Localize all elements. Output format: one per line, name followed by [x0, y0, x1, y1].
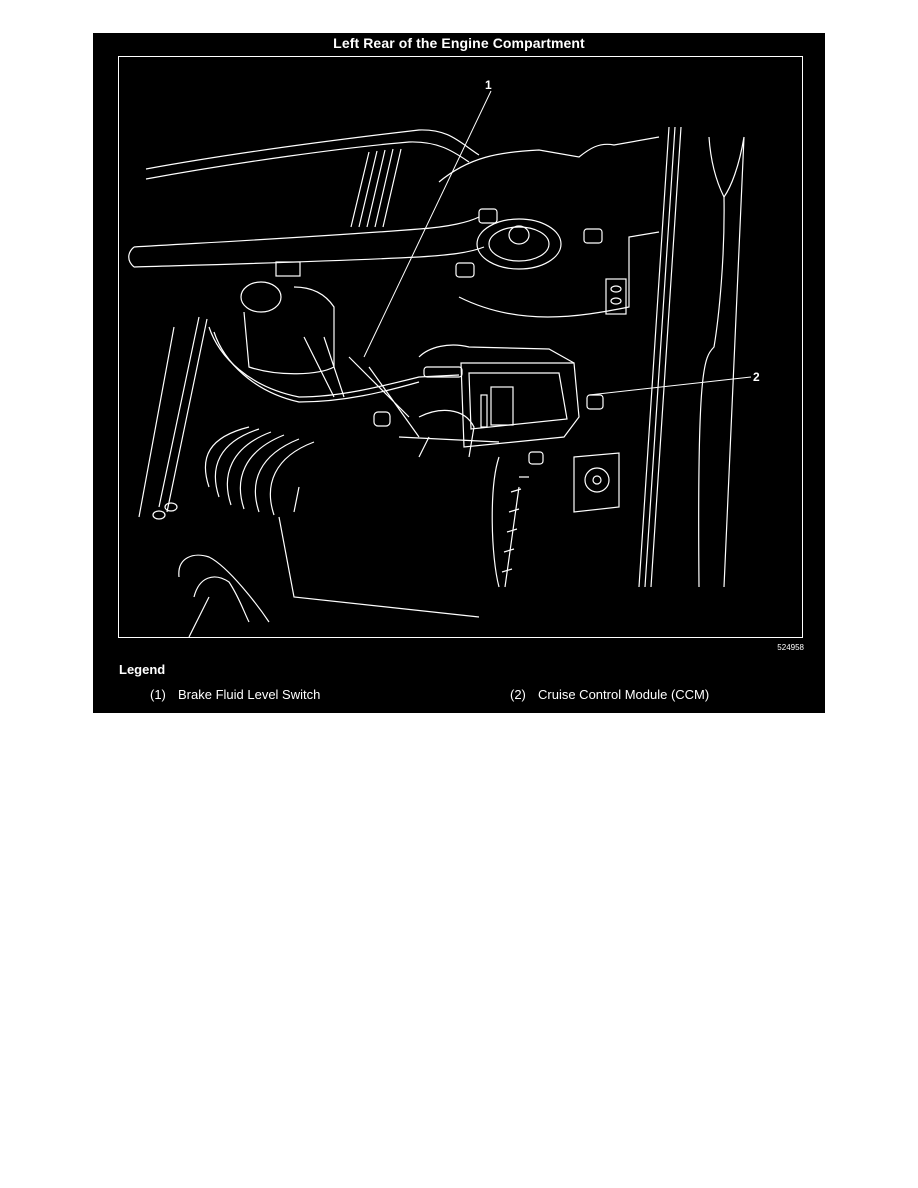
- figure-panel: Left Rear of the Engine Compartment: [93, 33, 825, 713]
- legend-title: Legend: [119, 662, 166, 677]
- callout-2: 2: [753, 370, 760, 384]
- legend-item-label: Brake Fluid Level Switch: [178, 687, 321, 702]
- callout-1: 1: [485, 78, 492, 92]
- illustration-frame: 1 2: [118, 56, 803, 638]
- figure-title: Left Rear of the Engine Compartment: [333, 35, 585, 51]
- legend-item-label: Cruise Control Module (CCM): [538, 687, 710, 702]
- figure-id: 524958: [777, 643, 804, 652]
- legend-item-1: (1) Brake Fluid Level Switch: [150, 687, 320, 702]
- legend-item-2: (2) Cruise Control Module (CCM): [510, 687, 709, 702]
- legend-item-number: (1): [150, 687, 166, 702]
- legend-item-number: (2): [510, 687, 526, 702]
- engine-compartment-illustration: 1 2: [128, 78, 760, 638]
